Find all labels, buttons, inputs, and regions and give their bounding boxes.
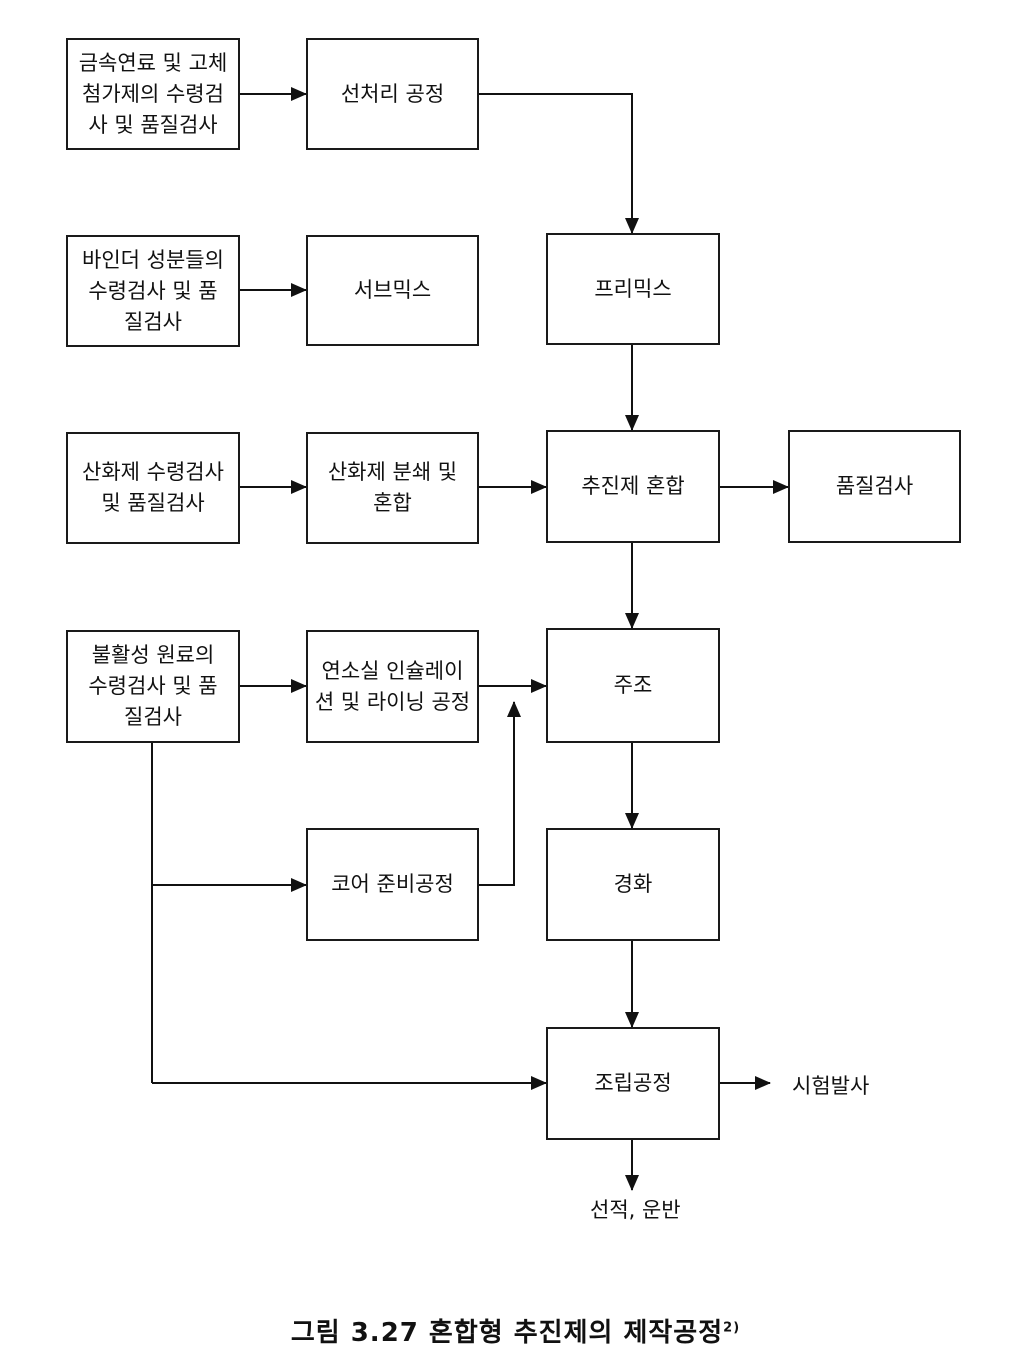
node-label: 주조 xyxy=(613,673,653,697)
node-label: 프리믹스 xyxy=(594,276,672,301)
node-premix: 프리믹스 xyxy=(546,233,720,345)
node-label: 품질검사 xyxy=(835,474,914,498)
arrow-core-to-casting xyxy=(478,701,521,886)
arrow-pretreatment-to-premix xyxy=(478,93,639,234)
node-assembly: 조립공정 xyxy=(546,1027,720,1140)
figure-caption: 그림 3.27 혼합형 추진제의 제작공정2) xyxy=(0,1312,1031,1349)
caption-reference: 2) xyxy=(723,1320,741,1336)
node-label: 금속연료 및 고체 첨가제의 수령검사 및 품질검사 xyxy=(78,50,228,137)
node-shipping: 선적, 운반 xyxy=(590,1198,681,1222)
caption-text: 그림 3.27 혼합형 추진제의 제작공정 xyxy=(290,1318,724,1348)
node-label: 산화제 분쇄 및 혼합 xyxy=(327,460,458,515)
node-label: 불활성 원료의 수령검사 및 품질검사 xyxy=(88,643,218,729)
node-label: 선처리 공정 xyxy=(340,81,445,106)
node-label: 조립공정 xyxy=(594,1071,672,1095)
node-binder-inspection: 바인더 성분들의 수령검사 및 품질검사 xyxy=(66,235,240,347)
node-label: 코어 준비공정 xyxy=(331,872,454,896)
node-quality-inspection: 품질검사 xyxy=(788,430,961,543)
node-inert-inspection: 불활성 원료의 수령검사 및 품질검사 xyxy=(66,630,240,743)
node-label: 경화 xyxy=(613,872,653,896)
node-oxidizer-grinding: 산화제 분쇄 및 혼합 xyxy=(306,432,479,544)
node-label: 서브믹스 xyxy=(353,278,432,302)
node-oxidizer-inspection: 산화제 수령검사 및 품질검사 xyxy=(66,432,240,544)
node-pretreatment: 선처리 공정 xyxy=(306,38,479,150)
node-casting: 주조 xyxy=(546,628,720,743)
node-label: 추진제 혼합 xyxy=(581,474,685,498)
node-label: 연소실 인슐레이션 및 라이닝 공정 xyxy=(314,658,471,714)
node-chamber-insulation: 연소실 인슐레이션 및 라이닝 공정 xyxy=(306,630,479,743)
node-label: 바인더 성분들의 수령검사 및 품질검사 xyxy=(82,247,224,334)
node-core-prep: 코어 준비공정 xyxy=(306,828,479,941)
node-curing: 경화 xyxy=(546,828,720,941)
node-submix: 서브믹스 xyxy=(306,235,479,346)
node-test-firing: 시험발사 xyxy=(792,1074,870,1098)
node-propellant-mixing: 추진제 혼합 xyxy=(546,430,720,543)
node-label: 산화제 수령검사 및 품질검사 xyxy=(82,460,224,515)
node-metal-fuel-inspection: 금속연료 및 고체 첨가제의 수령검사 및 품질검사 xyxy=(66,38,240,150)
